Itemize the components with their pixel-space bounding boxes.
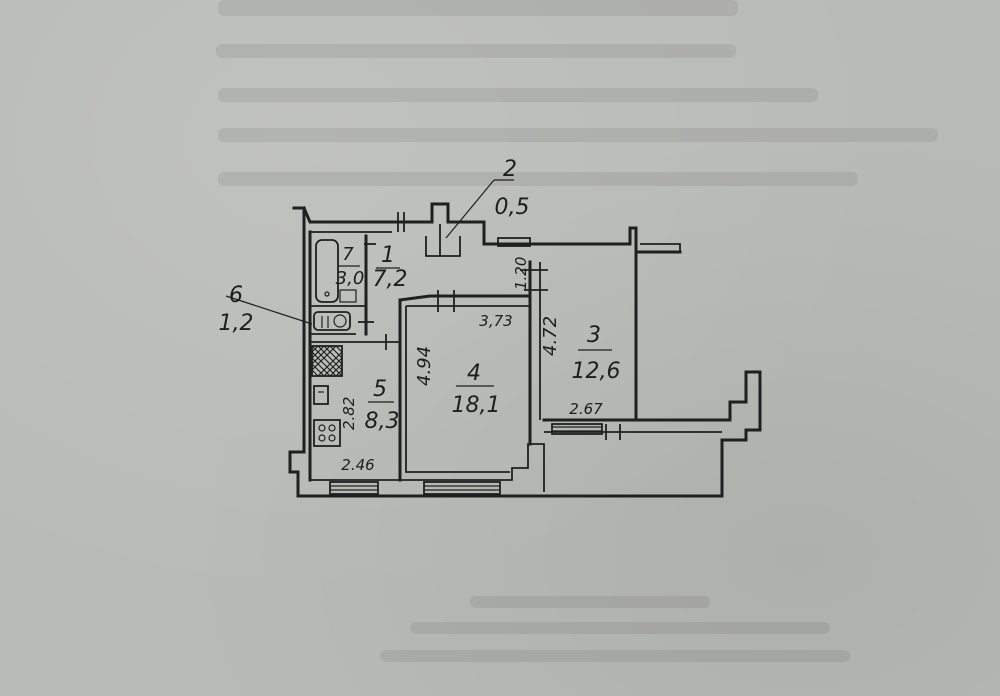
dimension-1-20: 1.20 — [512, 257, 530, 290]
kitchen-vent — [311, 345, 343, 377]
washbasin — [313, 311, 351, 331]
room-1-number: 1 — [381, 243, 395, 268]
interior-walls — [308, 224, 722, 482]
dimension-2-46: 2.46 — [341, 456, 374, 474]
leader-lines — [225, 179, 514, 325]
room-6-number: 6 — [229, 283, 243, 308]
dimension-2-82: 2.82 — [340, 397, 358, 430]
windows — [329, 237, 603, 495]
dimension-3-73: 3,73 — [479, 312, 512, 330]
room-5-area: 8,3 — [365, 409, 400, 434]
kitchen-stove — [313, 419, 341, 447]
bathtub — [315, 239, 357, 303]
room-3-number: 3 — [587, 323, 601, 348]
room-2-number: 2 — [503, 157, 517, 182]
room-4-number: 4 — [467, 361, 481, 386]
dimension-4-94: 4.94 — [414, 346, 435, 386]
dimension-2-67: 2.67 — [569, 400, 603, 418]
room-4-area: 18,1 — [452, 393, 501, 418]
room-1-area: 7,2 — [373, 267, 408, 292]
room-2-area: 0,5 — [495, 195, 530, 220]
room-3-area: 12,6 — [572, 359, 621, 384]
room-7-area: 3,0 — [336, 268, 365, 289]
dimension-labels: 1.20 3,73 4.72 4.94 2.82 2.46 2.67 — [340, 257, 603, 474]
dimension-4-72: 4.72 — [540, 316, 561, 356]
outer-walls — [288, 202, 762, 498]
room-labels: 1 7,2 2 0,5 3 12,6 4 18,1 5 8,3 6 1,2 7 … — [219, 157, 621, 434]
kitchen-sink — [313, 385, 329, 405]
room-6-area: 1,2 — [219, 311, 254, 336]
door-marks — [358, 212, 621, 440]
room-5-number: 5 — [373, 377, 387, 402]
room-7-number: 7 — [342, 244, 354, 265]
